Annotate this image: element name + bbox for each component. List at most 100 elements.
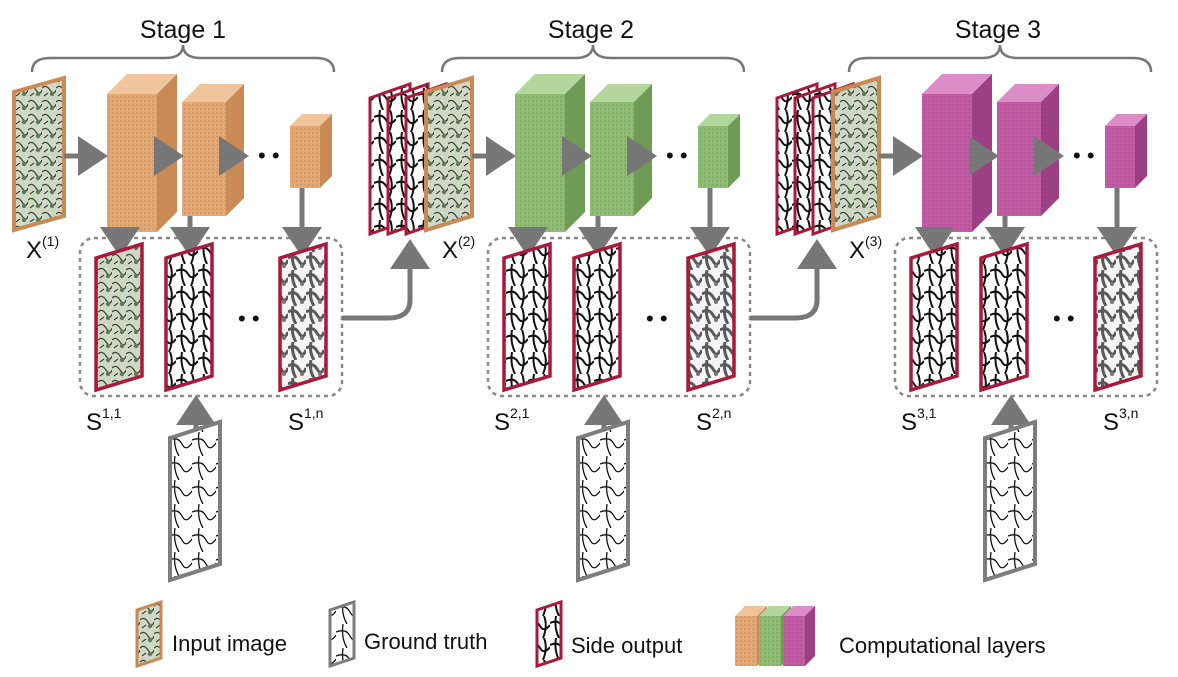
layer-texture (783, 616, 805, 666)
input-label-base: X (849, 237, 865, 264)
computational-layer-n (1105, 114, 1147, 188)
computational-layer-n (290, 114, 332, 188)
layer-top (735, 606, 767, 616)
computational-layer-2 (182, 84, 244, 216)
side-label-first-sup: 2,1 (510, 405, 530, 421)
side-label-last-base: S (696, 409, 712, 436)
layer-top (759, 606, 791, 616)
side-ellipsis: • • (646, 306, 668, 331)
side-output-2 (164, 241, 214, 393)
computational-layer-2 (590, 84, 652, 216)
side-output-2 (979, 241, 1029, 393)
stage-bracket (847, 44, 1153, 73)
side-output-1 (909, 241, 959, 393)
layer-texture (759, 616, 781, 666)
legend-ground-truth: Ground truth (364, 629, 488, 654)
layer-texture (107, 94, 157, 232)
ground-truth (576, 419, 630, 583)
legend-layer-swatch-3 (783, 606, 815, 666)
side-outputs-group (893, 236, 1159, 398)
side-ellipsis: • • (238, 306, 260, 331)
side-label-last-base: S (1103, 409, 1119, 436)
layer-texture (1105, 126, 1135, 188)
computational-layer-1 (515, 74, 585, 232)
side-output-n (686, 241, 736, 393)
side-label-first-base: S (86, 409, 102, 436)
legend-input-image-swatch (135, 599, 163, 669)
layer-top (783, 606, 815, 616)
layer-side (1041, 84, 1059, 216)
layer-top (698, 114, 740, 126)
input-label: X(1) (26, 233, 59, 264)
layer-side (1135, 114, 1147, 188)
input-label-base: X (26, 237, 42, 264)
side-label-last-sup: 3,n (1119, 405, 1138, 421)
legend-side-output: Side output (571, 633, 682, 658)
input-label-sup: (1) (42, 233, 59, 249)
layer-side (157, 74, 177, 232)
side-output-1 (94, 241, 144, 393)
ellipsis: • • (258, 143, 280, 168)
legend-ground-truth-swatch (328, 599, 356, 669)
layer-texture (997, 102, 1041, 216)
layer-side (565, 74, 585, 232)
layer-top (107, 74, 177, 94)
layer-texture (182, 102, 226, 216)
side-ellipsis: • • (1053, 306, 1075, 331)
ground-truth (983, 419, 1037, 583)
layer-top (997, 84, 1059, 102)
layer-texture (590, 102, 634, 216)
side-output-2 (572, 241, 622, 393)
side-label-first-base: S (901, 409, 917, 436)
input-label: X(3) (849, 233, 882, 264)
side-output-1 (502, 241, 552, 393)
legend-computational-layers: Computational layers (839, 633, 1046, 658)
input-label-base: X (442, 237, 458, 264)
stage-bracket (440, 44, 746, 73)
layer-texture (698, 126, 728, 188)
layer-side (972, 74, 992, 232)
layer-top (590, 84, 652, 102)
stage-bracket (30, 44, 336, 73)
input-image (424, 75, 474, 233)
input-image (12, 75, 66, 233)
computational-layer-2 (997, 84, 1059, 216)
stage-title: Stage 1 (140, 16, 226, 44)
layer-side (634, 84, 652, 216)
layer-side (226, 84, 244, 216)
computational-layer-1 (922, 74, 992, 232)
computational-layer-n (698, 114, 740, 188)
side-label-last-base: S (288, 409, 304, 436)
layer-texture (735, 616, 757, 666)
input-label-sup: (2) (458, 233, 475, 249)
ellipsis: • • (1073, 143, 1095, 168)
layer-texture (290, 126, 320, 188)
layer-top (1105, 114, 1147, 126)
layer-top (290, 114, 332, 126)
input-label: X(2) (442, 233, 475, 264)
layer-top (922, 74, 992, 94)
stage-title: Stage 2 (548, 16, 634, 44)
ground-truth (168, 419, 222, 583)
arrow-to-next-stage (750, 239, 837, 321)
side-label-last-sup: 1,n (304, 405, 323, 421)
layer-top (182, 84, 244, 102)
layer-side (320, 114, 332, 188)
side-output-n (278, 241, 328, 393)
input-image (831, 75, 881, 233)
ellipsis: • • (666, 143, 688, 168)
stage-title: Stage 3 (955, 16, 1041, 44)
side-label-first-sup: 3,1 (917, 405, 937, 421)
layer-texture (515, 94, 565, 232)
side-label-first-base: S (494, 409, 510, 436)
side-label-last-sup: 2,n (712, 405, 731, 421)
